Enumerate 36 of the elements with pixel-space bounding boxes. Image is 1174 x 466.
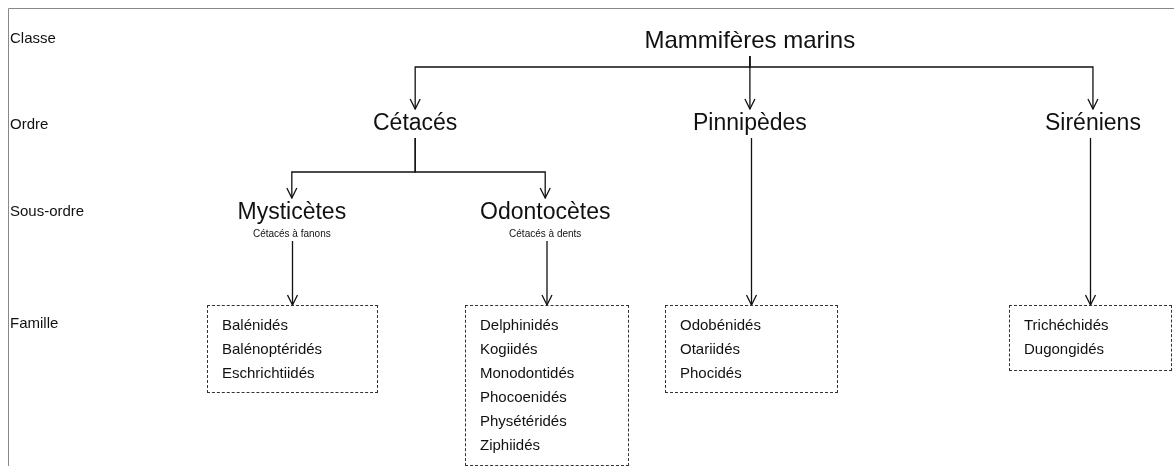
family-name: Delphinidés	[480, 315, 560, 335]
arrow	[1084, 137, 1097, 306]
family-name: Trichéchidés	[1024, 315, 1110, 335]
arrow	[286, 240, 299, 306]
arrow	[745, 137, 758, 306]
rank-label: Sous-ordre	[10, 202, 85, 219]
family-name: Eschrichtiidés	[222, 363, 316, 383]
family-name: Balénoptéridés	[222, 339, 324, 359]
family-name: Balénidés	[222, 315, 289, 335]
suborder-name: Mysticètes	[237, 198, 347, 225]
order-name: Cétacés	[373, 109, 458, 136]
family-name: Physétéridés	[480, 411, 568, 431]
family-name: Monodontidés	[480, 363, 576, 383]
arrow	[541, 240, 553, 306]
rank-label: Ordre	[10, 115, 49, 132]
rank-label: Classe	[10, 29, 56, 46]
family-box	[1009, 305, 1172, 371]
class-name: Mammifères marins	[644, 26, 856, 54]
arrow	[749, 55, 1099, 110]
family-box	[207, 305, 378, 393]
family-name: Ziphiidés	[480, 435, 542, 455]
family-name: Phocidés	[680, 363, 743, 383]
family-name: Odobénidés	[680, 315, 762, 335]
suborder-description: Cétacés à dents	[508, 228, 583, 239]
family-name: Phocoenidés	[480, 387, 568, 407]
suborder-name: Odontocètes	[480, 198, 611, 225]
family-box	[465, 305, 629, 466]
family-name: Otariidés	[680, 339, 742, 359]
family-name: Dugongidés	[1024, 339, 1106, 359]
suborder-description: Cétacés à fanons	[251, 228, 332, 239]
rank-label: Famille	[10, 314, 59, 331]
order-name: Pinnipèdes	[693, 109, 807, 136]
family-box	[665, 305, 838, 393]
arrow	[414, 137, 551, 199]
family-name: Kogiidés	[480, 339, 539, 359]
order-name: Siréniens	[1045, 109, 1141, 136]
